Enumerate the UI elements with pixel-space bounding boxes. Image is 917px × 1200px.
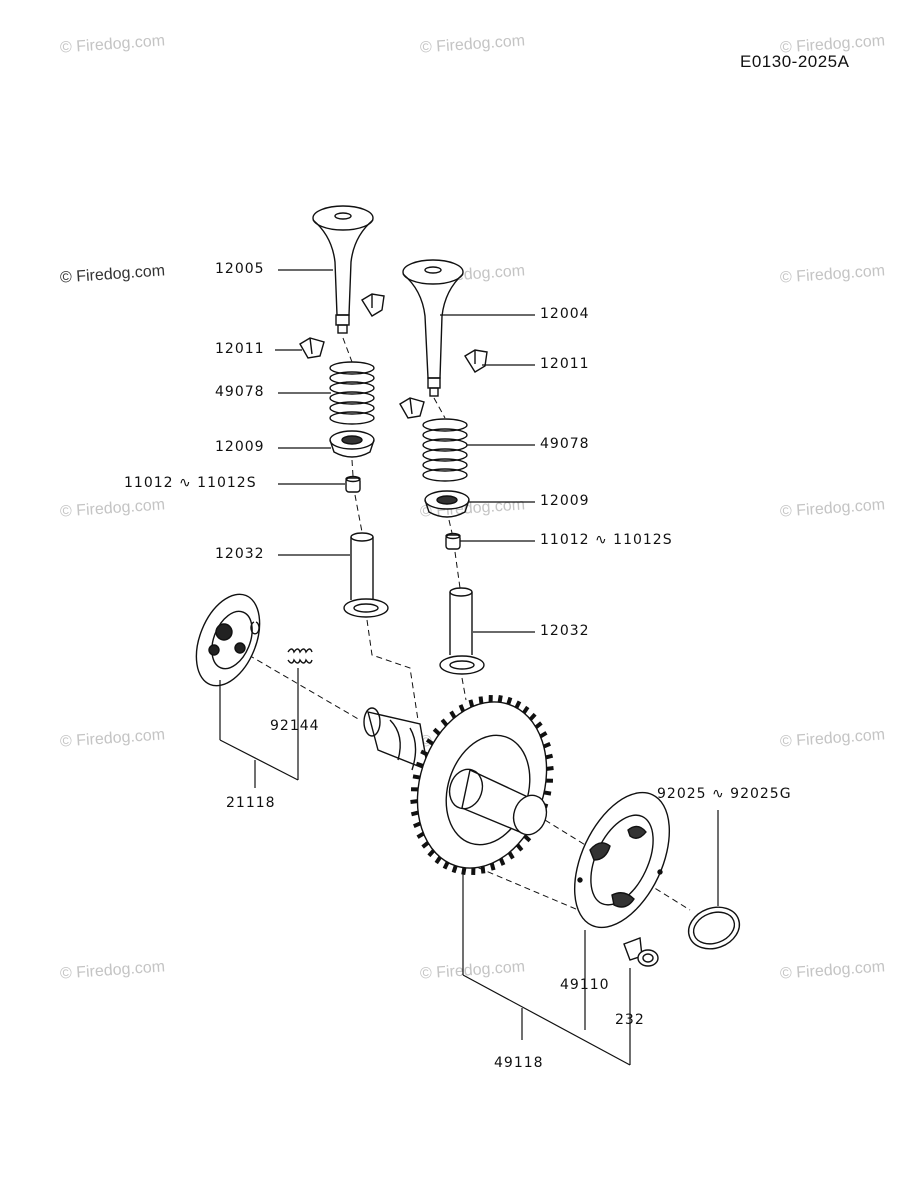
document-id: E0130-2025A [740,52,850,71]
gear-tooth [546,766,554,771]
cam-gear [410,694,554,876]
part-label-12011-left: 12011 [215,341,265,357]
gear-tooth [412,774,421,780]
gear-tooth [534,721,543,729]
valve-spring-right [422,418,468,482]
part-label-12011-right: 12011 [540,356,590,372]
gear-tooth [523,834,532,843]
gear-tooth [427,849,436,858]
gear-tooth [514,700,522,709]
part-label-49078-left: 49078 [215,384,265,400]
gear-tooth [539,731,548,739]
intake-valve [402,259,464,397]
gear-tooth [410,810,419,817]
small-spring [287,648,313,664]
gear-tooth [442,861,450,870]
valve-spring-left [329,361,375,425]
collet-left [299,293,385,359]
part-label-232: 232 [615,1012,645,1028]
gear-tooth [413,821,422,829]
o-ring [687,906,741,950]
gear-tooth [458,704,466,713]
gear-tooth [425,738,434,746]
part-label-11012-right: 11012 ∿ 11012S [540,532,673,548]
part-label-11012-left: 11012 ∿ 11012S [124,475,257,491]
gear-tooth [421,841,430,849]
gear-tooth [480,866,486,874]
gear-tooth [432,727,441,736]
gear-tooth [449,710,457,719]
shim-left [345,475,361,493]
gear-tooth [515,843,524,852]
gear-tooth [478,696,484,704]
gear-tooth [415,761,424,768]
gear-tooth [410,799,418,804]
gear-tooth [542,741,551,749]
gear-tooth [543,790,552,796]
tappet-right [439,587,485,675]
gear-tooth [498,857,506,866]
part-label-12032-right: 12032 [540,623,590,639]
part-label-12004: 12004 [540,306,590,322]
part-label-12005: 12005 [215,261,265,277]
part-label-92144: 92144 [270,718,320,734]
part-label-92025: 92025 ∿ 92025G [657,786,792,802]
weight-plate [573,791,671,929]
gear-tooth [528,712,537,721]
part-label-12009-right: 12009 [540,493,590,509]
gear-tooth [522,705,530,714]
spring-retainer-right [424,490,470,518]
leader-lines [219,269,719,1066]
gear-tooth [468,699,475,708]
tappet-left [343,532,389,618]
gear-tooth [506,696,513,705]
part-label-49118: 49118 [494,1055,544,1071]
gear-tooth [420,749,429,757]
gear-tooth [451,865,458,874]
part-label-49078-right: 49078 [540,436,590,452]
camshaft [363,707,429,772]
collet-right [399,349,488,419]
gear-tooth [497,695,503,703]
gear-tooth [434,856,442,865]
part-label-12009-left: 12009 [215,439,265,455]
gear-tooth [545,753,554,760]
shim-right [445,532,461,550]
gear-tooth [440,718,449,727]
decompressor-plate [195,593,261,687]
part-label-49110: 49110 [560,977,610,993]
part-label-21118: 21118 [226,795,276,811]
exhaust-valve [312,205,374,334]
part-label-12032-left: 12032 [215,546,265,562]
gear-tooth [416,831,425,839]
gear-tooth [489,862,496,871]
bolt [623,937,659,967]
spring-retainer-left [329,430,375,458]
gear-tooth [507,851,515,860]
